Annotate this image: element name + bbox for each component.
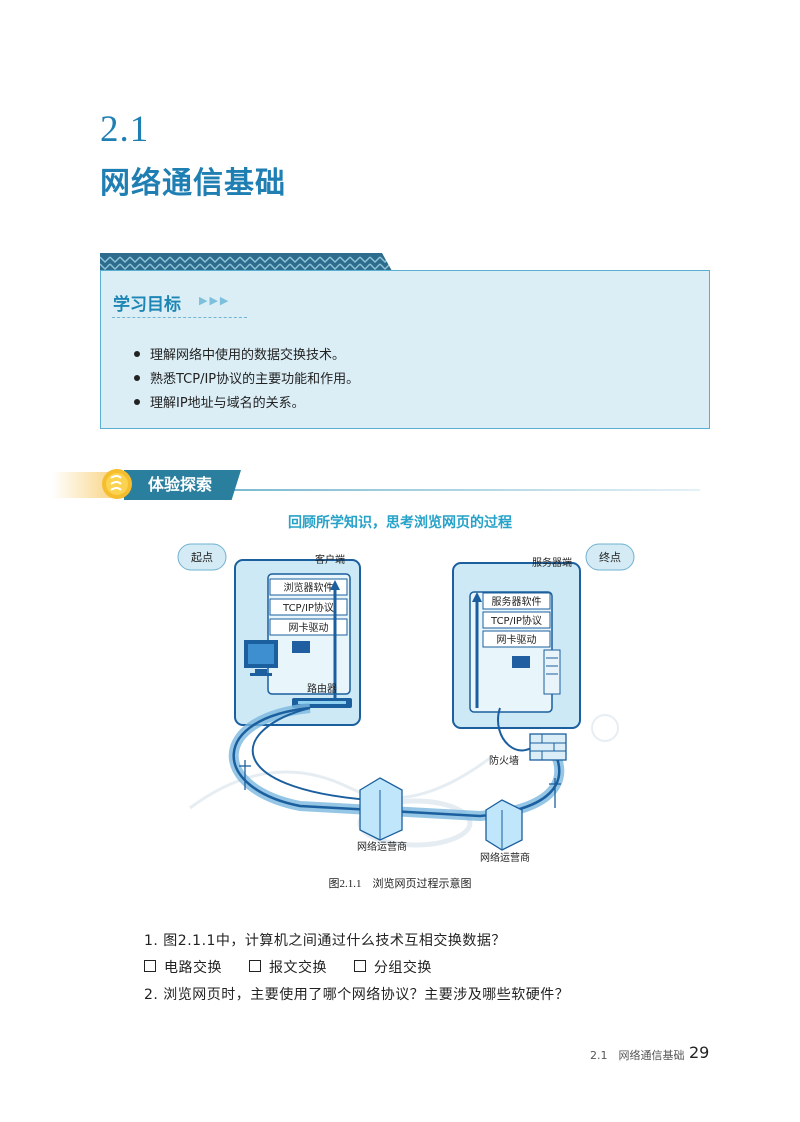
checkbox-icon[interactable]: [353, 960, 366, 972]
goal-text: 理解网络中使用的数据交换技术。: [150, 348, 346, 363]
svg-text:网卡驱动: 网卡驱动: [289, 621, 329, 634]
goal-item: 理解IP地址与域名的关系。: [134, 392, 305, 411]
isp-building-icon: [359, 777, 403, 841]
goals-tab-underline: [112, 289, 247, 318]
question-2: 2. 浏览网页时，主要使用了哪个网络协议？主要涉及哪些软硬件？: [144, 987, 570, 1003]
client-layer: TCP/IP协议: [269, 598, 348, 616]
checkbox-icon[interactable]: [144, 960, 156, 972]
server-layer: TCP/IP协议: [482, 611, 551, 629]
server-title: 服务器端: [532, 556, 572, 569]
svg-text:浏览器软件: 浏览器软件: [284, 581, 334, 594]
goal-text: 理解IP地址与域名的关系。: [150, 396, 305, 411]
section-number: 2.1: [100, 109, 150, 150]
server-layer: 服务器软件: [482, 592, 551, 610]
svg-text:TCP/IP协议: TCP/IP协议: [490, 614, 542, 627]
figure-caption: 图2.1.1 浏览网页过程示意图: [328, 878, 472, 890]
end-badge: 终点: [585, 543, 635, 571]
bullet-icon: [134, 398, 140, 405]
svg-text:TCP/IP协议: TCP/IP协议: [282, 601, 334, 614]
learning-goals-panel: [100, 270, 710, 429]
firewall-icon: [529, 733, 567, 761]
svg-text:网卡驱动: 网卡驱动: [497, 633, 537, 646]
option-packet-switching[interactable]: 分组交换: [353, 957, 432, 977]
goals-arrows-icon: ▶▶▶: [199, 294, 231, 307]
explore-badge: 体验探索: [124, 470, 241, 500]
server-tower-icon: [543, 649, 561, 695]
client-layer: 网卡驱动: [269, 618, 348, 636]
isp-building-icon: [485, 799, 523, 851]
svg-text:服务器软件: 服务器软件: [492, 595, 542, 608]
network-card-icon: [292, 641, 310, 653]
client-title: 客户端: [315, 553, 345, 566]
option-circuit-switching[interactable]: 电路交换: [144, 957, 222, 977]
svg-text:终点: 终点: [599, 550, 621, 564]
firewall-label: 防火墙: [489, 754, 519, 767]
goal-item: 理解网络中使用的数据交换技术。: [134, 344, 345, 363]
section-title: 网络通信基础: [100, 166, 286, 201]
client-layer: 浏览器软件: [269, 578, 348, 596]
utility-pole-icon: [239, 760, 251, 790]
goals-zigzag-stripe: [100, 253, 392, 271]
page-number: 29: [689, 1043, 710, 1062]
goal-text: 熟悉TCP/IP协议的主要功能和作用。: [150, 372, 360, 387]
server-layer: 网卡驱动: [482, 630, 551, 648]
footer-section-ref: 2.1 网络通信基础: [590, 1049, 685, 1062]
lightbulb-icon: [102, 469, 132, 499]
network-card-icon: [512, 656, 530, 668]
option-message-switching[interactable]: 报文交换: [248, 957, 327, 977]
figure-heading: 回顾所学知识，思考浏览网页的过程: [288, 515, 512, 531]
computer-icon: [244, 640, 278, 676]
isp-label: 网络运营商: [480, 851, 530, 864]
svg-text:起点: 起点: [191, 551, 213, 564]
start-badge: 起点: [177, 543, 227, 571]
utility-pole-icon: [549, 778, 561, 808]
checkbox-icon[interactable]: [248, 960, 261, 972]
question-1-options: 电路交换 报文交换 分组交换: [144, 957, 454, 977]
web-browsing-diagram: 客户端 浏览器软件 TCP/IP协议 网卡驱动 路由器 起点 服务器端 服务器软…: [177, 543, 635, 864]
explore-divider-line: [222, 489, 700, 491]
goal-item: 熟悉TCP/IP协议的主要功能和作用。: [134, 368, 359, 387]
goals-title: 学习目标: [113, 295, 181, 315]
bullet-icon: [134, 374, 140, 381]
router-label: 路由器: [307, 682, 337, 695]
bullet-icon: [134, 350, 140, 357]
question-1: 1. 图2.1.1中，计算机之间通过什么技术互相交换数据？: [144, 933, 506, 949]
isp-label: 网络运营商: [357, 840, 407, 853]
